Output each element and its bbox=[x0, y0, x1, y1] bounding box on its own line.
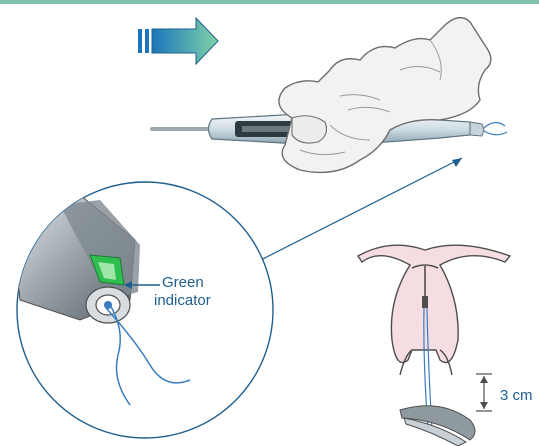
uterus-diagram-icon bbox=[358, 245, 510, 430]
glove-hand-icon bbox=[279, 18, 491, 173]
direction-arrow-icon bbox=[138, 18, 218, 64]
green-indicator-label-line2: indicator bbox=[154, 292, 211, 310]
magnified-tip-icon bbox=[10, 182, 273, 438]
forceps-icon bbox=[400, 406, 475, 446]
green-indicator-label-line1: Green bbox=[162, 274, 204, 292]
distance-label: 3 cm bbox=[500, 387, 533, 405]
